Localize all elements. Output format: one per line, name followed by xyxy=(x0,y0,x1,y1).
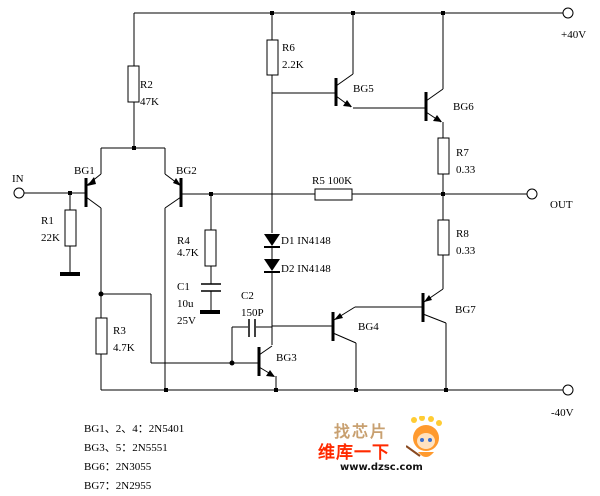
r2-name: R2 xyxy=(140,79,153,91)
bg2-label: BG2 xyxy=(176,165,197,177)
resistor-r2 xyxy=(127,13,140,150)
r4-name: R4 xyxy=(177,235,190,247)
bg3-label: BG3 xyxy=(276,352,297,364)
transistor-bg6 xyxy=(415,13,444,138)
r4-value: 4.7K xyxy=(177,247,199,259)
r5-label: R5 100K xyxy=(312,175,352,187)
transistor-bg2 xyxy=(164,173,183,390)
bg6-label: BG6 xyxy=(453,101,474,113)
output-terminal xyxy=(526,188,538,200)
parts-list-item: BG6：2N3055 xyxy=(84,461,152,473)
transistor-bg1 xyxy=(84,173,102,390)
r8-name: R8 xyxy=(456,228,469,240)
c1-voltage: 25V xyxy=(177,315,196,327)
c2-name: C2 xyxy=(241,290,254,302)
capacitor-c1 xyxy=(200,283,221,314)
input-terminal xyxy=(13,187,25,199)
r3-name: R3 xyxy=(113,325,126,337)
output-label: OUT xyxy=(550,199,573,211)
resistor-r6 xyxy=(266,13,279,233)
negative-supply-terminal xyxy=(562,384,574,396)
r3-value: 4.7K xyxy=(113,342,135,354)
negative-rail xyxy=(101,384,574,396)
r8-value: 0.33 xyxy=(456,245,476,257)
r7-value: 0.33 xyxy=(456,164,476,176)
negative-supply-label: -40V xyxy=(551,407,574,419)
parts-list: BG1、2、4：2N5401 BG3、5：2N5551 BG6：2N3055 B… xyxy=(84,420,184,496)
transistor-bg4 xyxy=(328,306,423,390)
parts-list-item: BG1、2、4：2N5401 xyxy=(84,423,185,435)
input-label: IN xyxy=(12,173,24,185)
bg4-label: BG4 xyxy=(358,321,379,333)
r7-name: R7 xyxy=(456,147,469,159)
watermark-url: www.dzsc.com xyxy=(340,462,423,473)
resistor-r7 xyxy=(437,137,450,175)
watermark-logo: 找芯片 维库一下 www.dzsc.com xyxy=(318,416,442,480)
parts-list-item: BG3、5：2N5551 xyxy=(84,442,168,454)
transistor-bg3 xyxy=(257,345,277,390)
watermark-mid-text: 维库一下 xyxy=(318,443,390,463)
r1-name: R1 xyxy=(41,215,54,227)
r2-value: 47K xyxy=(140,96,159,108)
r1-value: 22K xyxy=(41,232,60,244)
resistor-r4 xyxy=(204,194,217,284)
capacitor-c2 xyxy=(248,319,256,337)
r6-value: 2.2K xyxy=(282,59,304,71)
c1-name: C1 xyxy=(177,281,190,293)
transistor-bg7 xyxy=(421,288,447,390)
positive-supply-label: +40V xyxy=(561,29,586,41)
diode-d2 xyxy=(264,259,280,273)
resistor-r5 xyxy=(314,188,353,201)
parts-list-item: BG7：2N2955 xyxy=(84,480,152,492)
d2-label: D2 IN4148 xyxy=(281,263,331,275)
resistor-r8 xyxy=(437,219,450,256)
d1-label: D1 IN4148 xyxy=(281,235,331,247)
c2-value: 150P xyxy=(241,307,264,319)
diode-d1 xyxy=(264,234,280,248)
bg5-label: BG5 xyxy=(353,83,374,95)
resistor-r1 xyxy=(60,193,80,276)
watermark-top-text: 找芯片 xyxy=(334,422,389,441)
positive-supply-terminal xyxy=(562,7,574,19)
bg1-label: BG1 xyxy=(74,165,95,177)
c1-value: 10u xyxy=(177,298,194,310)
bg7-label: BG7 xyxy=(455,304,476,316)
mascot-icon xyxy=(406,416,442,457)
resistor-r3 xyxy=(95,317,108,355)
transistor-bg5 xyxy=(334,13,415,109)
r6-name: R6 xyxy=(282,42,295,54)
